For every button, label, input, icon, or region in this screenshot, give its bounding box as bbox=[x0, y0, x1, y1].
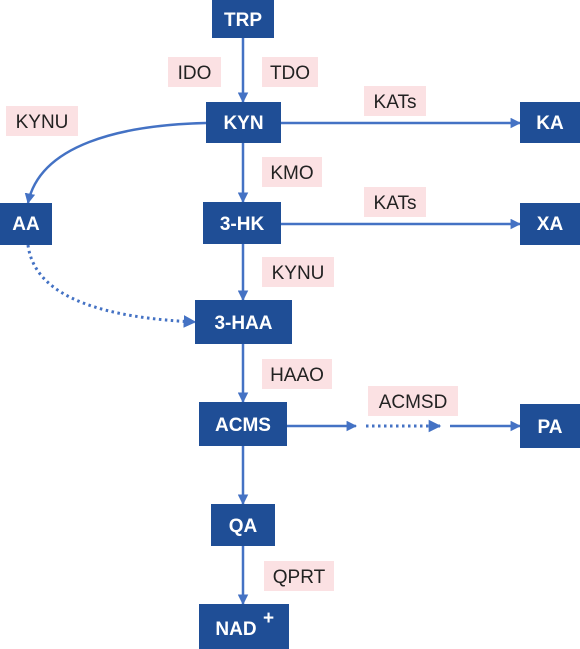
svg-text:HAAO: HAAO bbox=[270, 365, 324, 386]
node-acms: ACMS bbox=[199, 402, 287, 446]
enzyme-haao: HAAO bbox=[262, 359, 332, 389]
node-nad: NAD + bbox=[199, 604, 289, 649]
svg-text:ACMSD: ACMSD bbox=[379, 392, 448, 413]
node-trp: TRP bbox=[212, 0, 274, 38]
enzyme-qprt: QPRT bbox=[264, 561, 334, 591]
svg-text:XA: XA bbox=[537, 214, 564, 235]
svg-text:TDO: TDO bbox=[270, 63, 310, 84]
svg-text:3-HK: 3-HK bbox=[220, 214, 265, 235]
node-aa: AA bbox=[0, 203, 52, 245]
svg-text:AA: AA bbox=[12, 214, 40, 235]
node-ka: KA bbox=[520, 102, 580, 143]
svg-text:QPRT: QPRT bbox=[273, 567, 326, 588]
node-qa: QA bbox=[211, 504, 275, 546]
enzyme-ido: IDO bbox=[168, 57, 221, 87]
arrow-kyn-to-aa bbox=[24, 121, 207, 205]
enzyme-kynu-mid: KYNU bbox=[262, 257, 334, 287]
svg-text:KATs: KATs bbox=[374, 92, 417, 113]
node-nad-superscript: + bbox=[263, 608, 274, 629]
enzyme-acmsd: ACMSD bbox=[368, 386, 458, 416]
svg-text:KA: KA bbox=[536, 113, 564, 134]
node-nad-label: NAD bbox=[215, 619, 256, 640]
node-kyn: KYN bbox=[206, 102, 281, 143]
enzyme-kats-top: KATs bbox=[364, 86, 426, 116]
svg-text:QA: QA bbox=[229, 516, 258, 537]
node-3haa: 3-HAA bbox=[195, 300, 292, 344]
svg-text:KMO: KMO bbox=[270, 163, 313, 184]
svg-text:KYN: KYN bbox=[223, 113, 263, 134]
svg-text:KYNU: KYNU bbox=[272, 263, 325, 284]
svg-text:PA: PA bbox=[538, 417, 563, 438]
arrow-aa-to-3haa bbox=[26, 244, 197, 328]
enzyme-kats-mid: KATs bbox=[364, 187, 426, 217]
svg-text:TRP: TRP bbox=[224, 10, 262, 31]
svg-text:ACMS: ACMS bbox=[215, 415, 271, 436]
svg-text:IDO: IDO bbox=[178, 63, 212, 84]
node-xa: XA bbox=[520, 203, 580, 245]
node-pa: PA bbox=[520, 404, 580, 448]
enzyme-tdo: TDO bbox=[262, 57, 318, 87]
node-3hk: 3-HK bbox=[203, 202, 281, 244]
svg-text:KATs: KATs bbox=[374, 193, 417, 214]
svg-text:KYNU: KYNU bbox=[16, 112, 69, 133]
enzyme-kynu-left: KYNU bbox=[6, 106, 78, 136]
enzyme-kmo: KMO bbox=[262, 157, 322, 187]
svg-text:3-HAA: 3-HAA bbox=[214, 313, 272, 334]
